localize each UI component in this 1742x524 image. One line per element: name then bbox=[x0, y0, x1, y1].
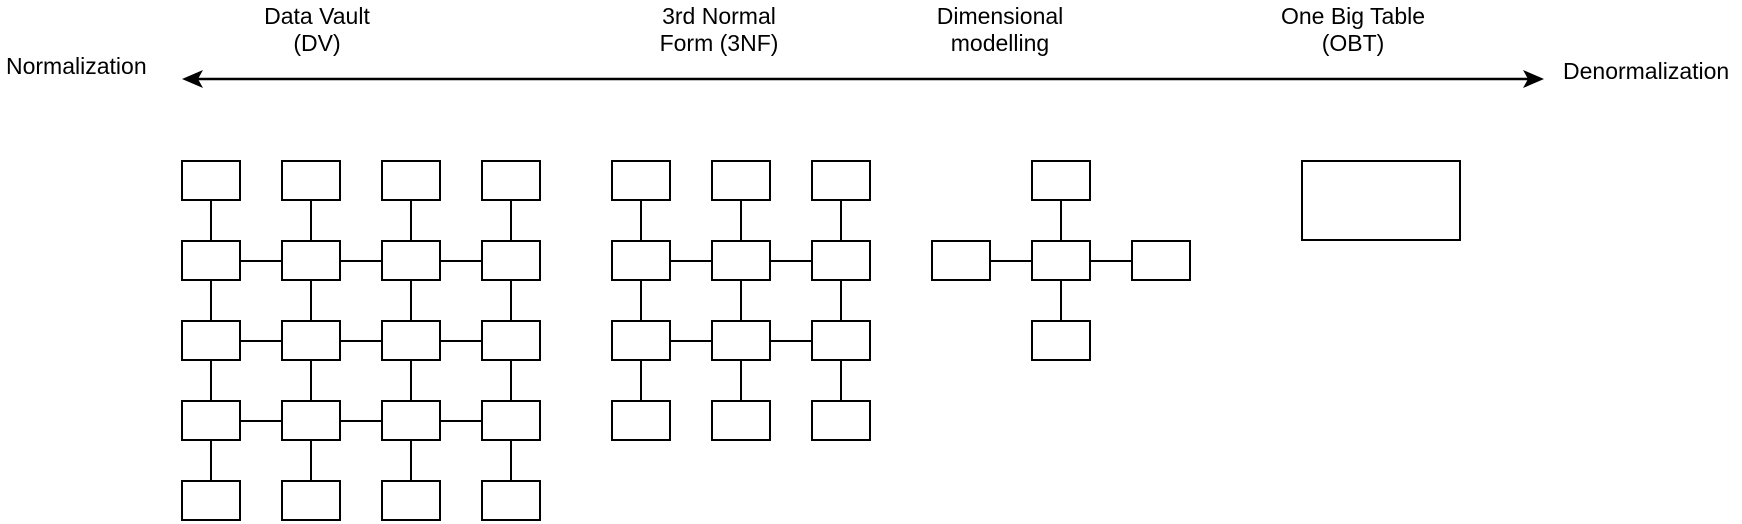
table-box bbox=[481, 400, 541, 441]
double-arrow bbox=[182, 70, 1544, 88]
table-box bbox=[281, 240, 341, 281]
connector-line bbox=[241, 259, 281, 262]
connector-line bbox=[310, 361, 312, 400]
section-label-data-vault: Data Vault (DV) bbox=[187, 3, 447, 57]
table-box bbox=[281, 400, 341, 441]
section-title-line: (OBT) bbox=[1321, 30, 1385, 56]
table-box bbox=[481, 240, 541, 281]
section-title-line: Dimensional bbox=[936, 3, 1064, 29]
connector-line bbox=[410, 361, 412, 400]
connector-line bbox=[840, 281, 842, 320]
connector-line bbox=[840, 201, 842, 240]
connector-line bbox=[771, 259, 811, 262]
table-box bbox=[811, 320, 871, 361]
table-box bbox=[711, 240, 771, 281]
table-box bbox=[481, 480, 541, 521]
table-box bbox=[181, 400, 241, 441]
table-box bbox=[811, 160, 871, 201]
table-box bbox=[1131, 240, 1191, 281]
connector-line bbox=[410, 281, 412, 320]
denormalization-label: Denormalization bbox=[1563, 58, 1730, 84]
normalization-label: Normalization bbox=[6, 53, 147, 79]
section-title-line: One Big Table bbox=[1280, 3, 1426, 29]
connector-line bbox=[510, 281, 512, 320]
section-label-third-normal-form: 3rd Normal Form (3NF) bbox=[589, 3, 849, 57]
table-box bbox=[811, 240, 871, 281]
table-box bbox=[481, 320, 541, 361]
table-box bbox=[381, 160, 441, 201]
connector-line bbox=[840, 361, 842, 400]
connector-line bbox=[210, 281, 212, 320]
connector-line bbox=[991, 259, 1031, 262]
connector-line bbox=[341, 419, 381, 422]
table-box bbox=[381, 480, 441, 521]
table-box bbox=[181, 320, 241, 361]
connector-line bbox=[410, 201, 412, 240]
table-box bbox=[711, 160, 771, 201]
connector-line bbox=[441, 419, 481, 422]
connector-line bbox=[410, 441, 412, 480]
table-box bbox=[1301, 160, 1461, 241]
table-box bbox=[381, 400, 441, 441]
section-title-line: Data Vault bbox=[264, 3, 370, 29]
connector-line bbox=[310, 441, 312, 480]
connector-line bbox=[740, 281, 742, 320]
table-box bbox=[611, 240, 671, 281]
connector-line bbox=[640, 361, 642, 400]
connector-line bbox=[640, 281, 642, 320]
connector-line bbox=[310, 201, 312, 240]
connector-line bbox=[210, 201, 212, 240]
arrow-head-left-icon bbox=[182, 70, 203, 88]
connector-line bbox=[241, 419, 281, 422]
section-label-one-big-table: One Big Table (OBT) bbox=[1223, 3, 1483, 57]
section-title-line: modelling bbox=[950, 30, 1050, 56]
table-box bbox=[931, 240, 991, 281]
connector-line bbox=[671, 259, 711, 262]
table-box bbox=[181, 240, 241, 281]
table-box bbox=[181, 480, 241, 521]
table-box bbox=[611, 320, 671, 361]
table-box bbox=[381, 320, 441, 361]
table-box bbox=[711, 320, 771, 361]
table-box bbox=[1031, 160, 1091, 201]
connector-line bbox=[210, 441, 212, 480]
connector-line bbox=[740, 361, 742, 400]
table-box bbox=[181, 160, 241, 201]
table-box bbox=[811, 400, 871, 441]
table-box bbox=[611, 400, 671, 441]
connector-line bbox=[341, 259, 381, 262]
section-title-line: 3rd Normal bbox=[662, 3, 776, 29]
connector-line bbox=[671, 339, 711, 342]
section-title-line: (DV) bbox=[293, 30, 341, 56]
connector-line bbox=[640, 201, 642, 240]
table-box bbox=[381, 240, 441, 281]
connector-line bbox=[510, 201, 512, 240]
section-label-dimensional-modelling: Dimensional modelling bbox=[870, 3, 1130, 57]
connector-line bbox=[341, 339, 381, 342]
connector-line bbox=[441, 259, 481, 262]
table-box bbox=[281, 160, 341, 201]
connector-line bbox=[510, 441, 512, 480]
table-box bbox=[611, 160, 671, 201]
table-box bbox=[281, 480, 341, 521]
connector-line bbox=[771, 339, 811, 342]
connector-line bbox=[241, 339, 281, 342]
table-box bbox=[711, 400, 771, 441]
connector-line bbox=[1091, 259, 1131, 262]
section-title-line: Form (3NF) bbox=[659, 30, 779, 56]
connector-line bbox=[210, 361, 212, 400]
table-box bbox=[281, 320, 341, 361]
connector-line bbox=[740, 201, 742, 240]
connector-line bbox=[441, 339, 481, 342]
connector-line bbox=[310, 281, 312, 320]
table-box bbox=[481, 160, 541, 201]
connector-line bbox=[510, 361, 512, 400]
table-box bbox=[1031, 320, 1091, 361]
table-box bbox=[1031, 240, 1091, 281]
arrow-head-right-icon bbox=[1523, 70, 1544, 88]
connector-line bbox=[1060, 201, 1062, 240]
connector-line bbox=[1060, 281, 1062, 320]
